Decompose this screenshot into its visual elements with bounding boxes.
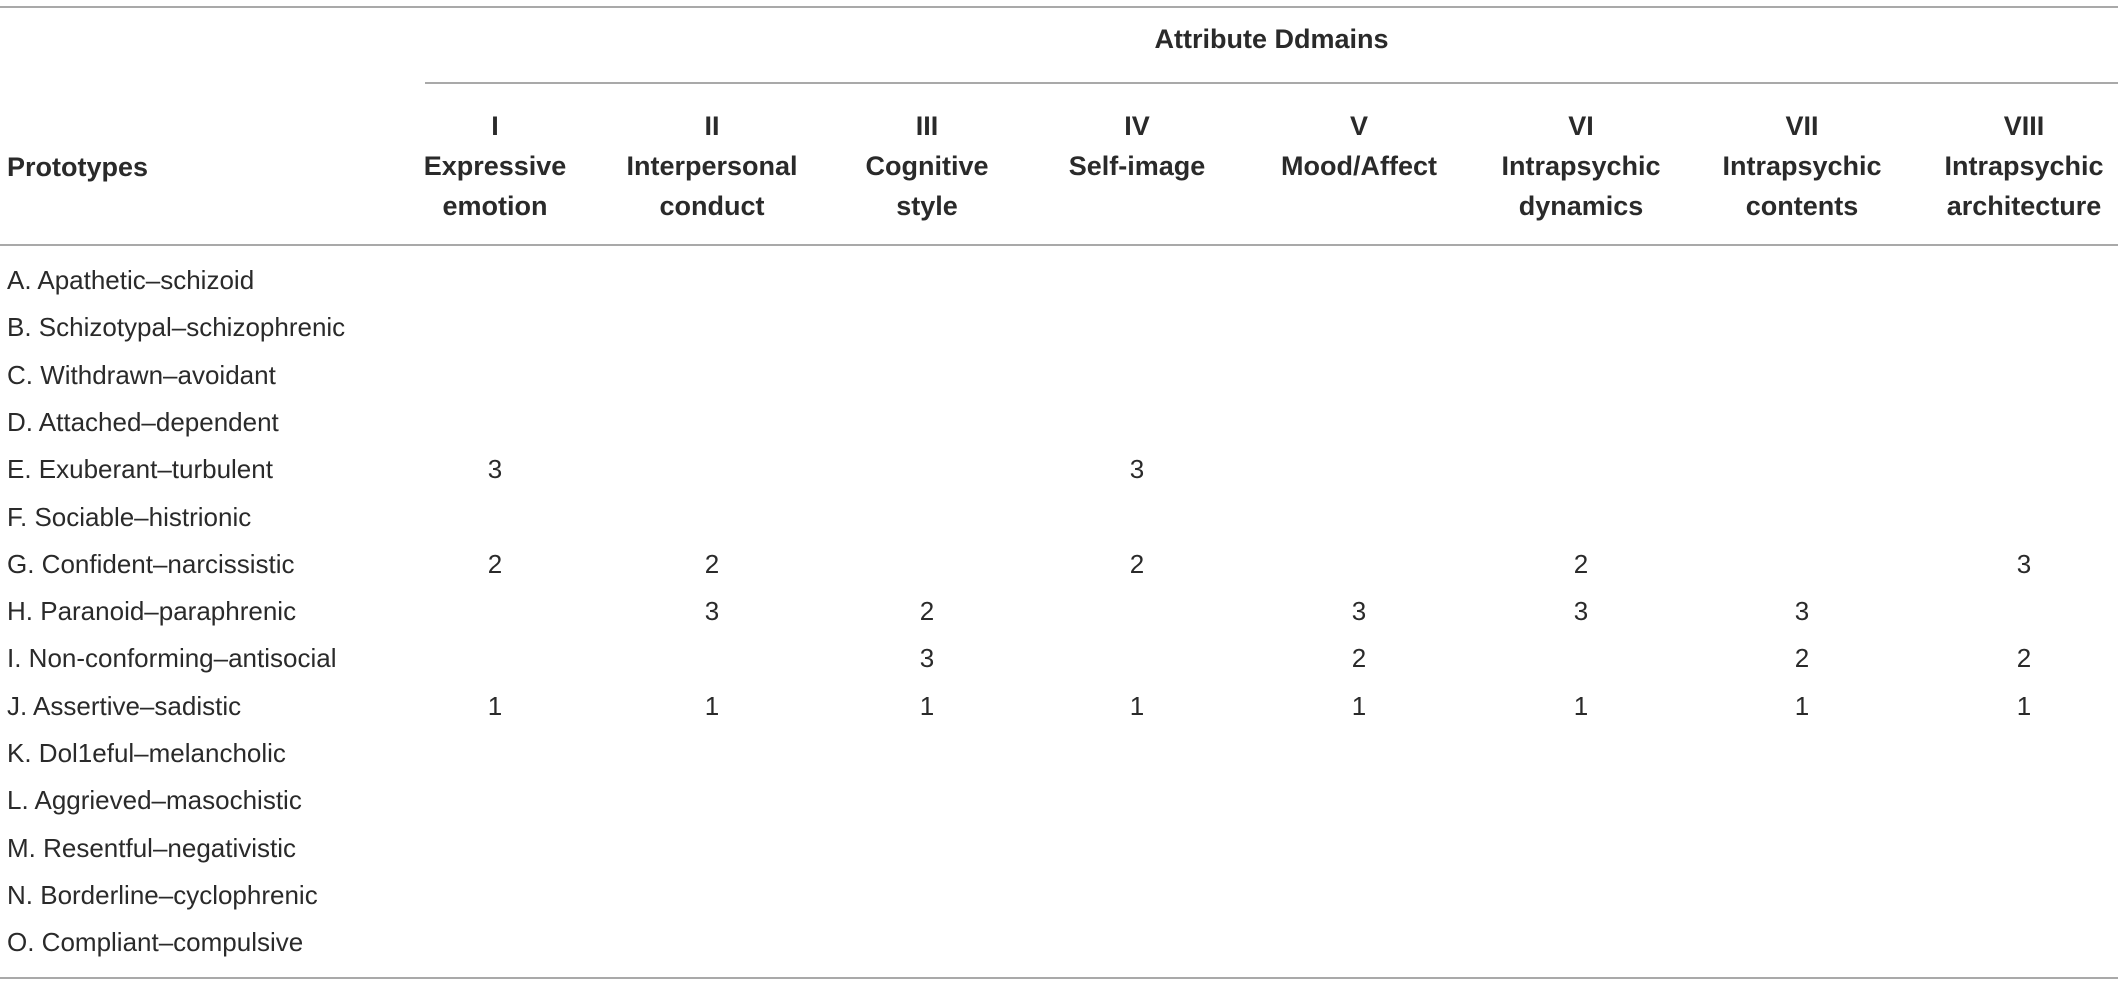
column-label-line1: Intrapsychic xyxy=(1501,151,1661,181)
table-cell: 1 xyxy=(487,691,503,721)
table-cell: 3 xyxy=(1573,596,1589,626)
table-cell: 2 xyxy=(919,596,935,626)
column-label-line1: Intrapsychic xyxy=(1722,151,1882,181)
column-header-6: VI Intrapsychic dynamics xyxy=(1501,106,1660,226)
column-label-line2: contents xyxy=(1745,191,1859,221)
column-numeral: III xyxy=(915,111,939,141)
row-label: N. Borderline–cyclophrenic xyxy=(7,880,318,910)
table-cell: 3 xyxy=(487,454,503,484)
table-cell: 1 xyxy=(1129,691,1145,721)
column-numeral: VII xyxy=(1785,111,1819,141)
row-label: G. Confident–narcissistic xyxy=(7,549,295,579)
row-label: E. Exuberant–turbulent xyxy=(7,454,273,484)
table-cell: 3 xyxy=(704,596,720,626)
column-numeral: VI xyxy=(1568,111,1594,141)
table-cell: 2 xyxy=(2016,643,2032,673)
row-label: J. Assertive–sadistic xyxy=(7,691,242,721)
column-label-line2: architecture xyxy=(1946,191,2102,221)
table-cell: 3 xyxy=(919,643,935,673)
table-cell: 3 xyxy=(1129,454,1145,484)
row-label: H. Paranoid–paraphrenic xyxy=(7,596,297,626)
column-header-2: II Interpersonal conduct xyxy=(626,106,797,226)
table-cell: 1 xyxy=(1351,691,1367,721)
column-label-line1: Expressive xyxy=(423,151,567,181)
table-cell: 3 xyxy=(2016,549,2032,579)
attribute-domains-title: Attribute Ddmains xyxy=(1154,24,1389,54)
row-label: A. Apathetic–schizoid xyxy=(7,265,255,295)
row-label: C. Withdrawn–avoidant xyxy=(7,360,276,390)
top-rule xyxy=(0,6,2118,8)
prototypes-header: Prototypes xyxy=(7,152,149,182)
column-label-line2: style xyxy=(896,191,958,221)
column-label-line1: Mood/Affect xyxy=(1281,151,1437,181)
table-cell: 1 xyxy=(1573,691,1589,721)
table-cell: 2 xyxy=(1794,643,1810,673)
column-header-3: III Cognitive style xyxy=(865,106,988,226)
column-label-line2: emotion xyxy=(442,191,548,221)
column-header-7: VII Intrapsychic contents xyxy=(1722,106,1881,226)
column-numeral: I xyxy=(491,111,499,141)
table-cell: 3 xyxy=(1351,596,1367,626)
column-header-5: V Mood/Affect xyxy=(1281,106,1437,186)
column-label-line2: conduct xyxy=(659,191,765,221)
row-label: F. Sociable–histrionic xyxy=(7,502,252,532)
table-cell: 2 xyxy=(1129,549,1145,579)
row-label: L. Aggrieved–masochistic xyxy=(7,785,302,815)
column-label-line1: Cognitive xyxy=(865,151,989,181)
row-label: I. Non-conforming–antisocial xyxy=(7,643,337,673)
table-cell: 2 xyxy=(487,549,503,579)
column-label-line1: Self-image xyxy=(1068,151,1206,181)
table-cell: 1 xyxy=(2016,691,2032,721)
table-cell: 3 xyxy=(1794,596,1810,626)
header-rule xyxy=(0,244,2118,246)
table-cell: 2 xyxy=(1351,643,1367,673)
bottom-rule xyxy=(0,977,2118,979)
table-cell: 1 xyxy=(1794,691,1810,721)
column-numeral: IV xyxy=(1124,111,1150,141)
table-cell: 1 xyxy=(704,691,720,721)
row-label: K. Dol1eful–melancholic xyxy=(7,738,286,768)
spanner-rule xyxy=(425,82,2118,84)
column-label-line1: Interpersonal xyxy=(626,151,798,181)
table-cell: 1 xyxy=(919,691,935,721)
column-header-4: IV Self-image xyxy=(1069,106,1206,186)
column-label-line1: Intrapsychic xyxy=(1944,151,2104,181)
column-numeral: V xyxy=(1349,111,1369,141)
row-label: D. Attached–dependent xyxy=(7,407,279,437)
column-header-8: VIII Intrapsychic architecture xyxy=(1944,106,2103,226)
column-numeral: II xyxy=(704,111,720,141)
column-header-1: I Expressive emotion xyxy=(424,106,567,226)
row-label: B. Schizotypal–schizophrenic xyxy=(7,312,346,342)
table-cell: 2 xyxy=(704,549,720,579)
row-label: M. Resentful–negativistic xyxy=(7,833,297,863)
column-numeral: VIII xyxy=(2003,111,2045,141)
column-label-line2: dynamics xyxy=(1518,191,1644,221)
table-cell: 2 xyxy=(1573,549,1589,579)
row-label: O. Compliant–compulsive xyxy=(7,927,304,957)
